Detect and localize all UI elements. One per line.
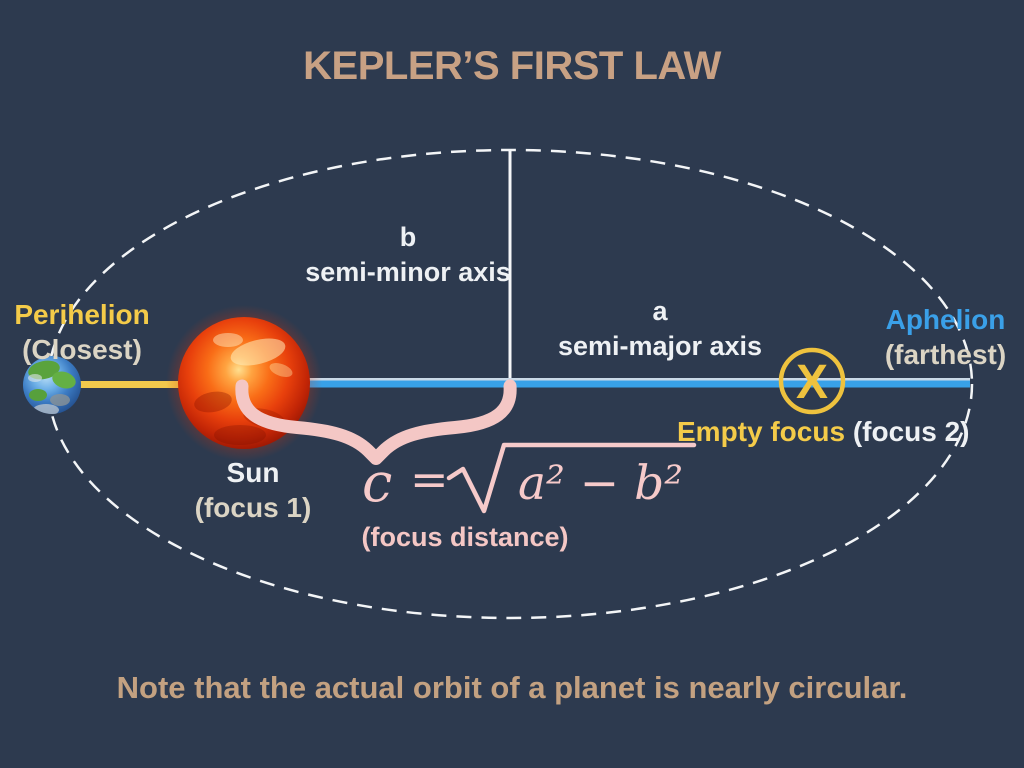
semi-minor-axis-label: b semi-minor axis	[258, 220, 558, 290]
empty-focus-label: Empty focus (focus 2)	[677, 416, 970, 448]
focus-distance-brace	[235, 379, 517, 465]
empty-focus-qualifier: (focus 2)	[852, 416, 970, 447]
semi-minor-text: semi-minor axis	[305, 257, 511, 287]
sun-label: Sun (focus 1)	[173, 455, 333, 525]
focus-distance-formula: c = a² − b²	[362, 442, 697, 514]
sun-qualifier: (focus 1)	[194, 492, 312, 523]
formula-radicand: a² − b²	[518, 456, 683, 511]
semi-major-symbol: a	[652, 296, 668, 326]
perihelion-qualifier: (Closest)	[22, 334, 142, 365]
semi-major-text: semi-major axis	[557, 331, 763, 361]
earth-image	[23, 356, 81, 414]
sun-name: Sun	[226, 457, 280, 488]
footnote: Note that the actual orbit of a planet i…	[116, 670, 908, 705]
formula-caption: (focus distance)	[361, 522, 569, 552]
slide-title: KEPLER’S FIRST LAW	[303, 44, 721, 88]
aphelion-segment-highlight	[246, 378, 970, 381]
radical-sign	[446, 442, 697, 514]
empty-focus-x-glyph: X	[796, 356, 828, 409]
semi-major-axis-label: a semi-major axis	[510, 294, 810, 364]
empty-focus-name: Empty focus	[677, 416, 846, 447]
aphelion-segment	[246, 380, 970, 388]
orbit-ellipse	[46, 148, 974, 620]
formula-equals: =	[410, 452, 449, 506]
perihelion-segment	[55, 381, 247, 388]
formula-lhs: c	[362, 451, 392, 514]
aphelion-qualifier: (farthest)	[884, 339, 1007, 370]
perihelion-name: Perihelion	[14, 299, 150, 330]
perihelion-label: Perihelion (Closest)	[0, 297, 164, 367]
empty-focus-marker: X	[778, 347, 846, 415]
aphelion-name: Aphelion	[885, 304, 1006, 335]
semi-minor-symbol: b	[399, 222, 417, 252]
aphelion-label: Aphelion (farthest)	[868, 302, 1023, 372]
